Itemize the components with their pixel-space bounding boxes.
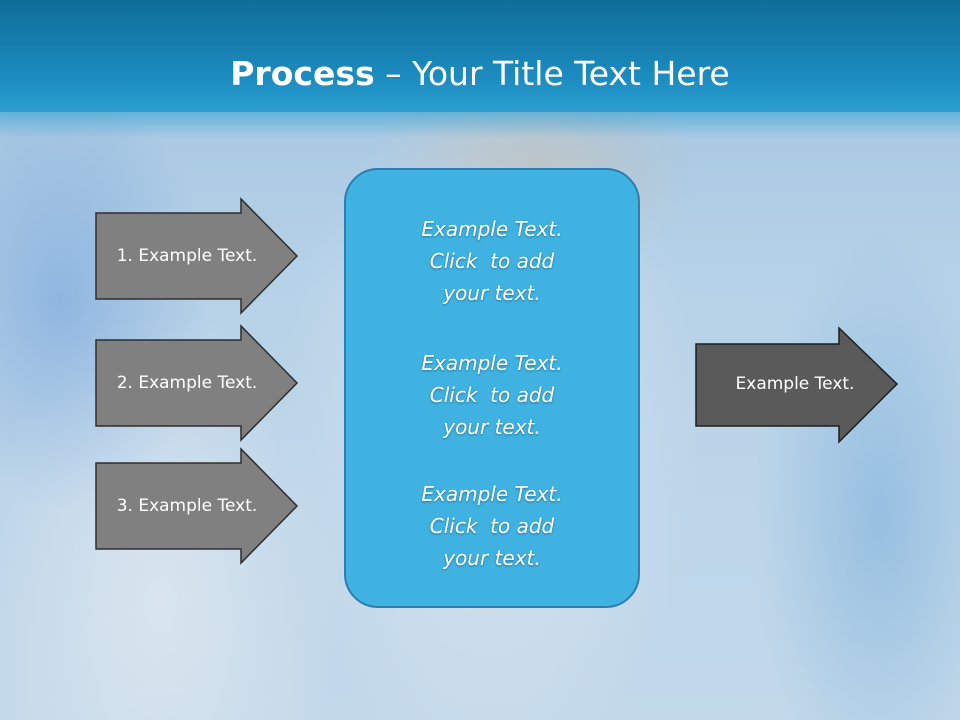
center-paragraph-1-line-1: Example Text.	[421, 217, 563, 241]
center-paragraph-3-line-1: Example Text.	[421, 482, 563, 506]
center-paragraph-3[interactable]: Example Text. Click to add your text.	[344, 478, 640, 574]
title-bar	[0, 0, 960, 112]
slide-title[interactable]: Process – Your Title Text Here	[0, 52, 960, 96]
right-arrow-label: Example Text.	[735, 374, 855, 394]
left-arrow-3-label: 3. Example Text.	[116, 496, 258, 516]
left-arrow-2-label: 2. Example Text.	[116, 373, 258, 393]
left-arrow-1[interactable]	[95, 197, 299, 315]
slide-title-bold: Process	[230, 54, 375, 93]
center-paragraph-2-line-3: your text.	[443, 415, 541, 439]
center-paragraph-3-line-3: your text.	[443, 546, 541, 570]
title-bar-fade	[0, 112, 960, 138]
center-process-box[interactable]	[344, 168, 640, 608]
center-paragraph-1[interactable]: Example Text. Click to add your text.	[344, 213, 640, 309]
center-paragraph-2[interactable]: Example Text. Click to add your text.	[344, 347, 640, 443]
center-paragraph-1-line-2: Click to add	[429, 249, 555, 273]
slide-title-rest: – Your Title Text Here	[374, 54, 730, 93]
center-paragraph-2-line-2: Click to add	[429, 383, 555, 407]
left-arrow-3[interactable]	[95, 447, 299, 565]
left-arrow-1-label: 1. Example Text.	[116, 246, 258, 266]
right-arrow[interactable]	[695, 326, 899, 444]
center-paragraph-1-line-3: your text.	[443, 281, 541, 305]
center-paragraph-3-line-2: Click to add	[429, 514, 555, 538]
left-arrow-2[interactable]	[95, 324, 299, 442]
center-paragraph-2-line-1: Example Text.	[421, 351, 563, 375]
